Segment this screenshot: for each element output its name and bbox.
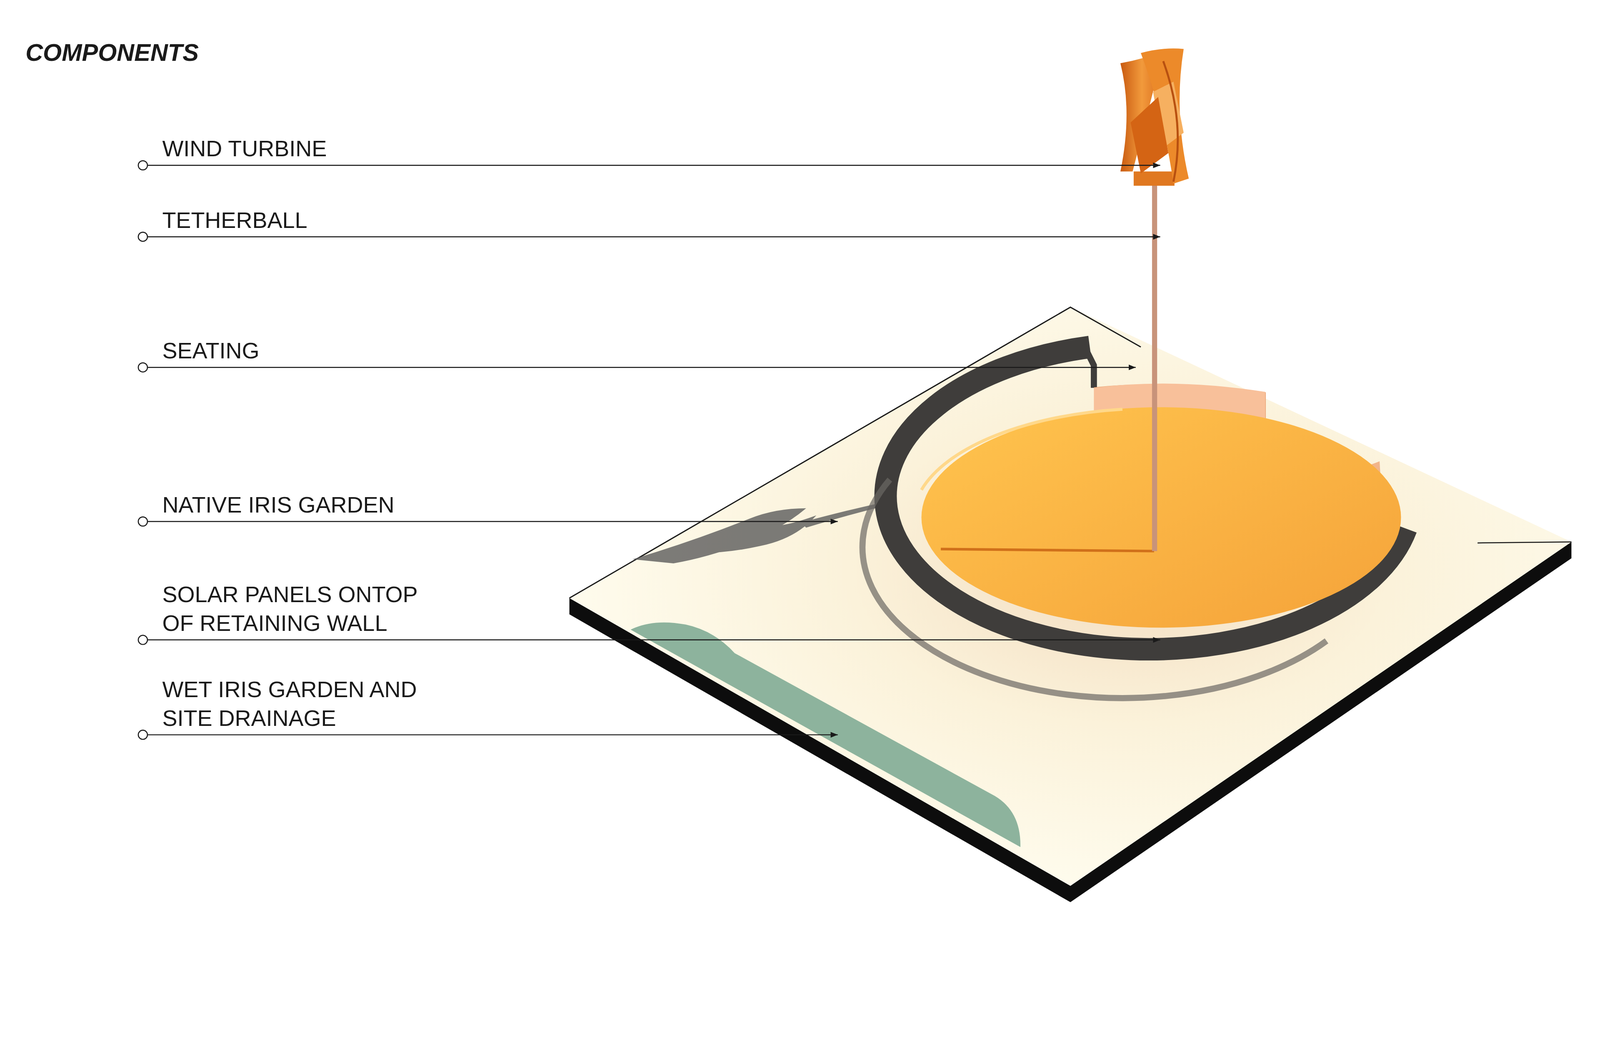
component-label: TETHERBALL bbox=[162, 205, 308, 235]
component-label: WET IRIS GARDEN AND SITE DRAINAGE bbox=[162, 675, 454, 733]
component-label: WIND TURBINE bbox=[162, 134, 327, 163]
slab-top bbox=[569, 307, 1572, 886]
iris-floor-edge bbox=[921, 409, 1123, 490]
component-label: NATIVE IRIS GARDEN bbox=[162, 490, 395, 520]
diagram-title: COMPONENTS bbox=[25, 38, 199, 67]
retaining-wall bbox=[885, 347, 1406, 650]
component-label: SOLAR PANELS ONTOP OF RETAINING WALL bbox=[162, 580, 454, 638]
component-label: SEATING bbox=[162, 336, 260, 365]
slab-back-edge bbox=[1477, 541, 1572, 543]
leader-lines bbox=[138, 160, 1161, 740]
turbine-shadow bbox=[632, 502, 880, 563]
retaining-wall-top bbox=[1083, 345, 1094, 388]
iris-floor bbox=[921, 407, 1401, 628]
pole-shadow bbox=[940, 549, 1155, 552]
